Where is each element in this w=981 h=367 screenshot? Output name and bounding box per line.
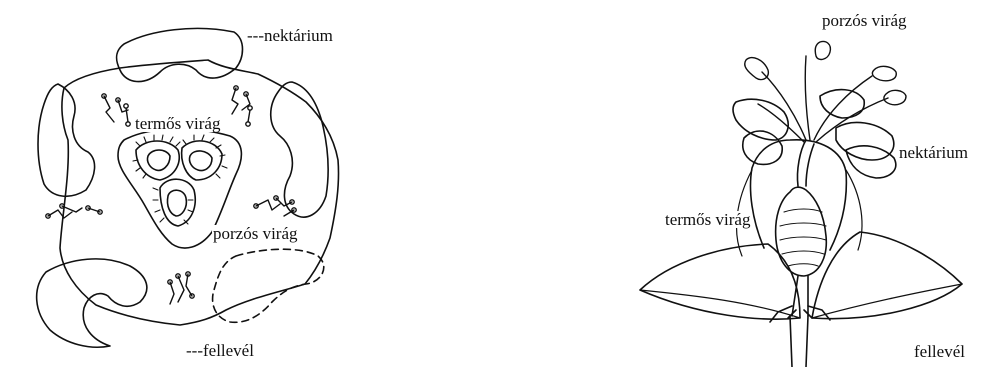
bract-right — [812, 232, 962, 319]
anther-2 — [815, 41, 830, 59]
nectary-appendage-5 — [846, 146, 896, 178]
bract-left — [640, 244, 800, 319]
label-staminate-left: porzós virág — [212, 225, 299, 242]
label-nectary-left: ---nektárium — [247, 27, 333, 44]
gynophore — [797, 140, 814, 186]
label-nectary-right: nektárium — [898, 144, 969, 161]
label-bract-right: fellevél — [913, 343, 966, 360]
involucre — [751, 140, 847, 250]
stem — [790, 316, 808, 367]
anther-3 — [872, 66, 896, 80]
anther-1 — [745, 58, 769, 80]
nectary-appendage-3 — [836, 122, 894, 160]
label-staminate-right: porzós virág — [822, 12, 907, 29]
stamens — [745, 41, 906, 142]
nectary-appendage-4 — [820, 90, 864, 118]
ovary-ribs — [780, 209, 826, 266]
ovary — [776, 187, 827, 276]
label-bract-left: ---fellevél — [186, 342, 254, 359]
nectary-appendage-2 — [743, 131, 782, 164]
label-pistillate-right: termős virág — [664, 211, 751, 228]
label-pistillate-left: termős virág — [134, 115, 221, 132]
